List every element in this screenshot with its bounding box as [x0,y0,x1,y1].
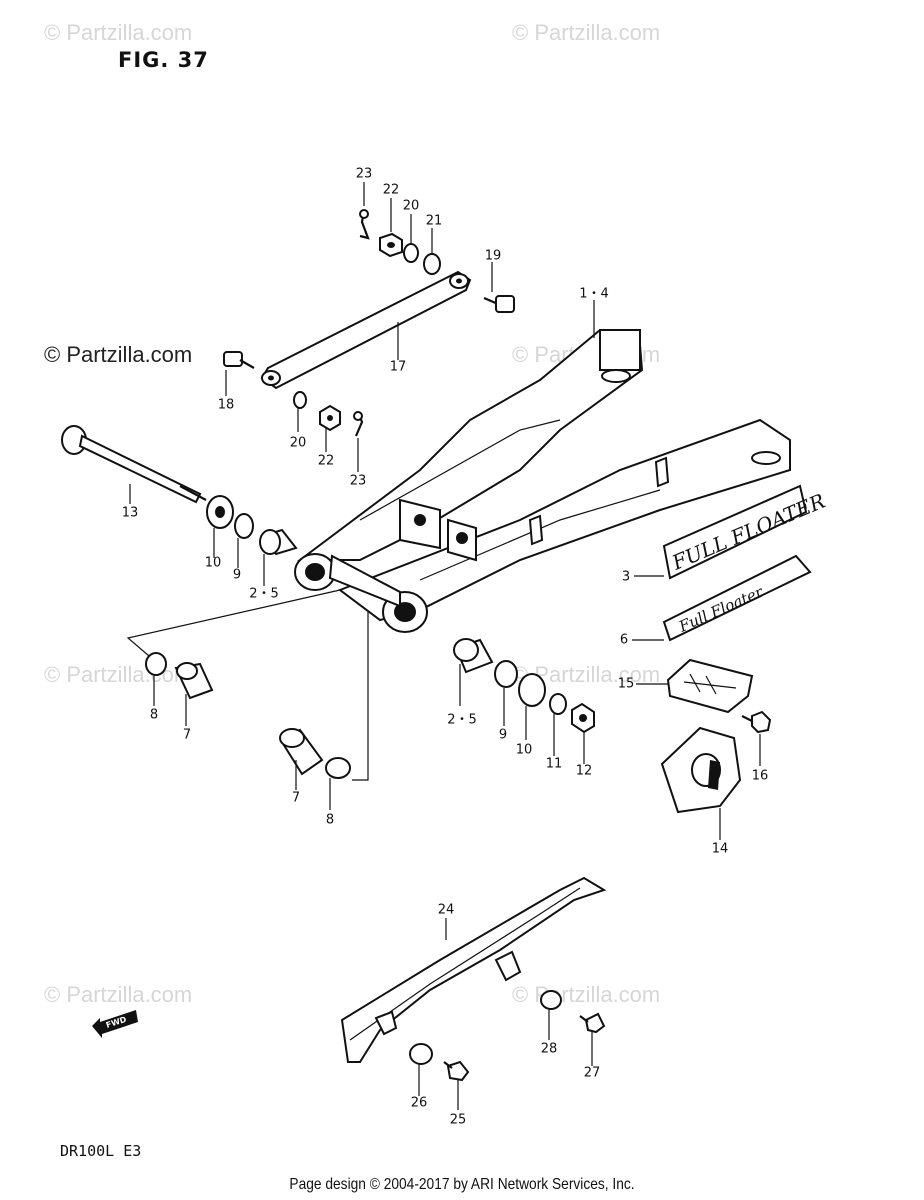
callout-22: 22 [382,182,400,198]
bushing-2-5-left [259,528,298,556]
watermark: © Partzilla.com [512,20,661,45]
chain-adjuster [660,726,742,814]
watermark: © Partzilla.com [44,342,193,367]
seal-9-right [494,660,518,688]
nut-22-low [319,404,341,432]
callout-19: 19 [484,248,502,264]
callout-8: 8 [149,707,159,723]
bolt-16 [741,710,772,734]
callout-15: 15 [617,676,635,692]
callout-2-5: 2・5 [447,712,477,728]
bolt-19 [483,295,515,313]
callout-28: 28 [540,1041,558,1057]
callout-23: 23 [355,166,373,182]
callout-13: 13 [121,505,139,521]
watermark: © Partzilla.com [44,662,193,687]
callout-7: 7 [182,727,192,743]
callout-2-5: 2・5 [249,586,279,602]
footer-copyright: Page design © 2004-2017 by ARI Network S… [289,1176,635,1193]
torque-rod [260,270,472,390]
leader-line [126,589,341,663]
callout-leaders [129,182,761,1110]
washer-20-low [293,391,307,409]
callout-23: 23 [349,473,367,489]
pivot-axle [61,425,207,504]
model-code: DR100L E3 [60,1142,142,1160]
callout-20: 20 [289,435,307,451]
watermark: © Partzilla.com [44,20,193,45]
washer-11 [549,693,567,715]
forward-arrow-icon: FWD [92,1010,138,1038]
callout-21: 21 [425,213,443,229]
seal-8-mid [325,757,351,779]
nut-12 [571,702,595,734]
bolt-25 [443,1060,470,1082]
leader-line [352,612,369,781]
chain-guide [666,658,754,714]
callout-3: 3 [621,569,631,585]
callout-16: 16 [751,768,769,784]
collar-26 [409,1043,433,1065]
figure-label: FIG. 37 [118,48,209,72]
callout-10: 10 [204,555,222,571]
callout-25: 25 [449,1112,467,1128]
callout-24: 24 [437,902,455,918]
collar-28 [540,990,562,1010]
bushing-7-mid [279,728,324,776]
watermark: © Partzilla.com [512,982,661,1007]
callout-17: 17 [389,359,407,375]
bushing-7-left [174,662,214,700]
callout-1-4: 1・4 [579,286,609,302]
chain-case [340,876,607,1063]
callout-20: 20 [402,198,420,214]
bushing-2-5-right [453,638,494,674]
callout-11: 11 [545,756,563,772]
bolt-18 [223,351,255,369]
callout-10: 10 [515,742,533,758]
decal-text: FULL FLOATER [668,489,829,575]
callout-26: 26 [410,1095,428,1111]
callout-12: 12 [575,763,593,779]
watermark: © Partzilla.com [44,982,193,1007]
callout-27: 27 [583,1065,601,1081]
cotter-pin-23-top [359,209,370,240]
seal-9-left [234,513,254,539]
callout-18: 18 [217,397,235,413]
cotter-pin-23-low [353,411,364,437]
callout-9: 9 [232,567,242,583]
nut-22-top [379,232,403,258]
callout-22: 22 [317,453,335,469]
callout-7: 7 [291,790,301,806]
callout-9: 9 [498,727,508,743]
swing-arm [294,328,791,633]
seal-8-left [145,652,167,676]
callout-8: 8 [325,812,335,828]
callout-14: 14 [711,841,729,857]
bolt-27 [579,1012,606,1034]
callout-6: 6 [619,632,629,648]
washer-20-top [403,243,419,263]
washer-10-right [518,673,546,707]
washer-21 [423,253,441,275]
